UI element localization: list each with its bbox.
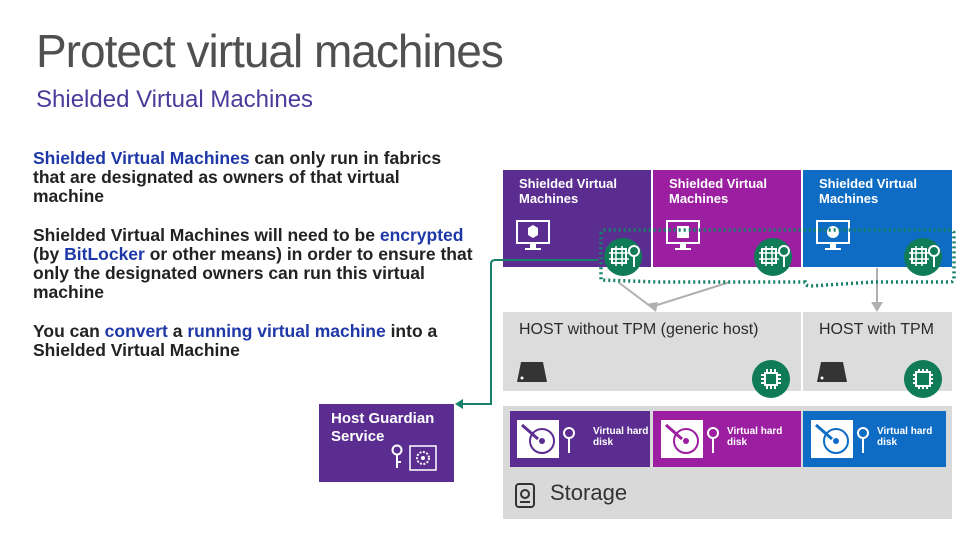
storage-label: Storage [550,480,628,505]
highlight-text: Shielded Virtual Machines [33,148,250,168]
key-gear-icon [391,444,437,471]
virtual-disk-label: Virtual hard disk [593,426,649,448]
hard-disk-key-icon [661,420,719,458]
bullet-convert: You can convert a running virtual machin… [33,322,473,360]
vm-tile-label: Shielded Virtual Machines [819,176,918,206]
host-guardian-service: Host Guardian Service [319,404,454,482]
bullet-owner-fabrics: Shielded Virtual Machines can only run i… [33,149,473,206]
vm-tile-label: Shielded Virtual Machines [669,176,768,206]
bullet-text: or other means) in order to ensure that … [33,244,473,302]
page-subtitle: Shielded Virtual Machines [36,86,314,113]
chip-badge-icon [752,360,790,398]
bullet-text: You can [33,321,105,341]
page-title: Protect virtual machines [36,25,504,77]
chip-key-badge-icon [904,238,942,276]
bullet-encryption: Shielded Virtual Machines will need to b… [33,226,473,302]
bullet-text: can only run in fabrics that are designa… [33,148,442,206]
highlight-text: encrypted [379,225,464,245]
server-icon [817,362,847,382]
bullet-text: Shielded Virtual Machines will need to b… [33,225,380,245]
hard-disk-key-icon [517,420,575,458]
host-tpm-label: HOST with TPM [819,321,934,338]
virtual-disk-label: Virtual hard disk [727,426,783,448]
hgs-label: Host Guardian Service [331,410,435,445]
bullet-text: into a Shielded Virtual Machine [33,321,438,360]
vm-tile-label: Shielded Virtual Machines [519,176,618,206]
highlight-text: BitLocker [64,244,145,264]
highlight-text: convert [104,321,168,341]
bullet-text: (by [33,244,65,264]
trust-boundary-lines [455,228,956,409]
monitor-icon [516,220,550,250]
server-icon [517,362,547,382]
connector-arrows [617,268,883,312]
tpm-chip-badge-icon [904,360,942,398]
chip-key-badge-icon [604,238,642,276]
bullet-text: a [167,321,188,341]
storage-disk-icon [515,483,535,508]
chip-key-badge-icon [754,238,792,276]
highlight-text: running virtual machine [187,321,386,341]
host-generic-label: HOST without TPM (generic host) [519,321,759,338]
hard-disk-key-icon [811,420,869,458]
virtual-disk-label: Virtual hard disk [877,426,933,448]
host-generic: HOST without TPM (generic host) [503,312,801,391]
